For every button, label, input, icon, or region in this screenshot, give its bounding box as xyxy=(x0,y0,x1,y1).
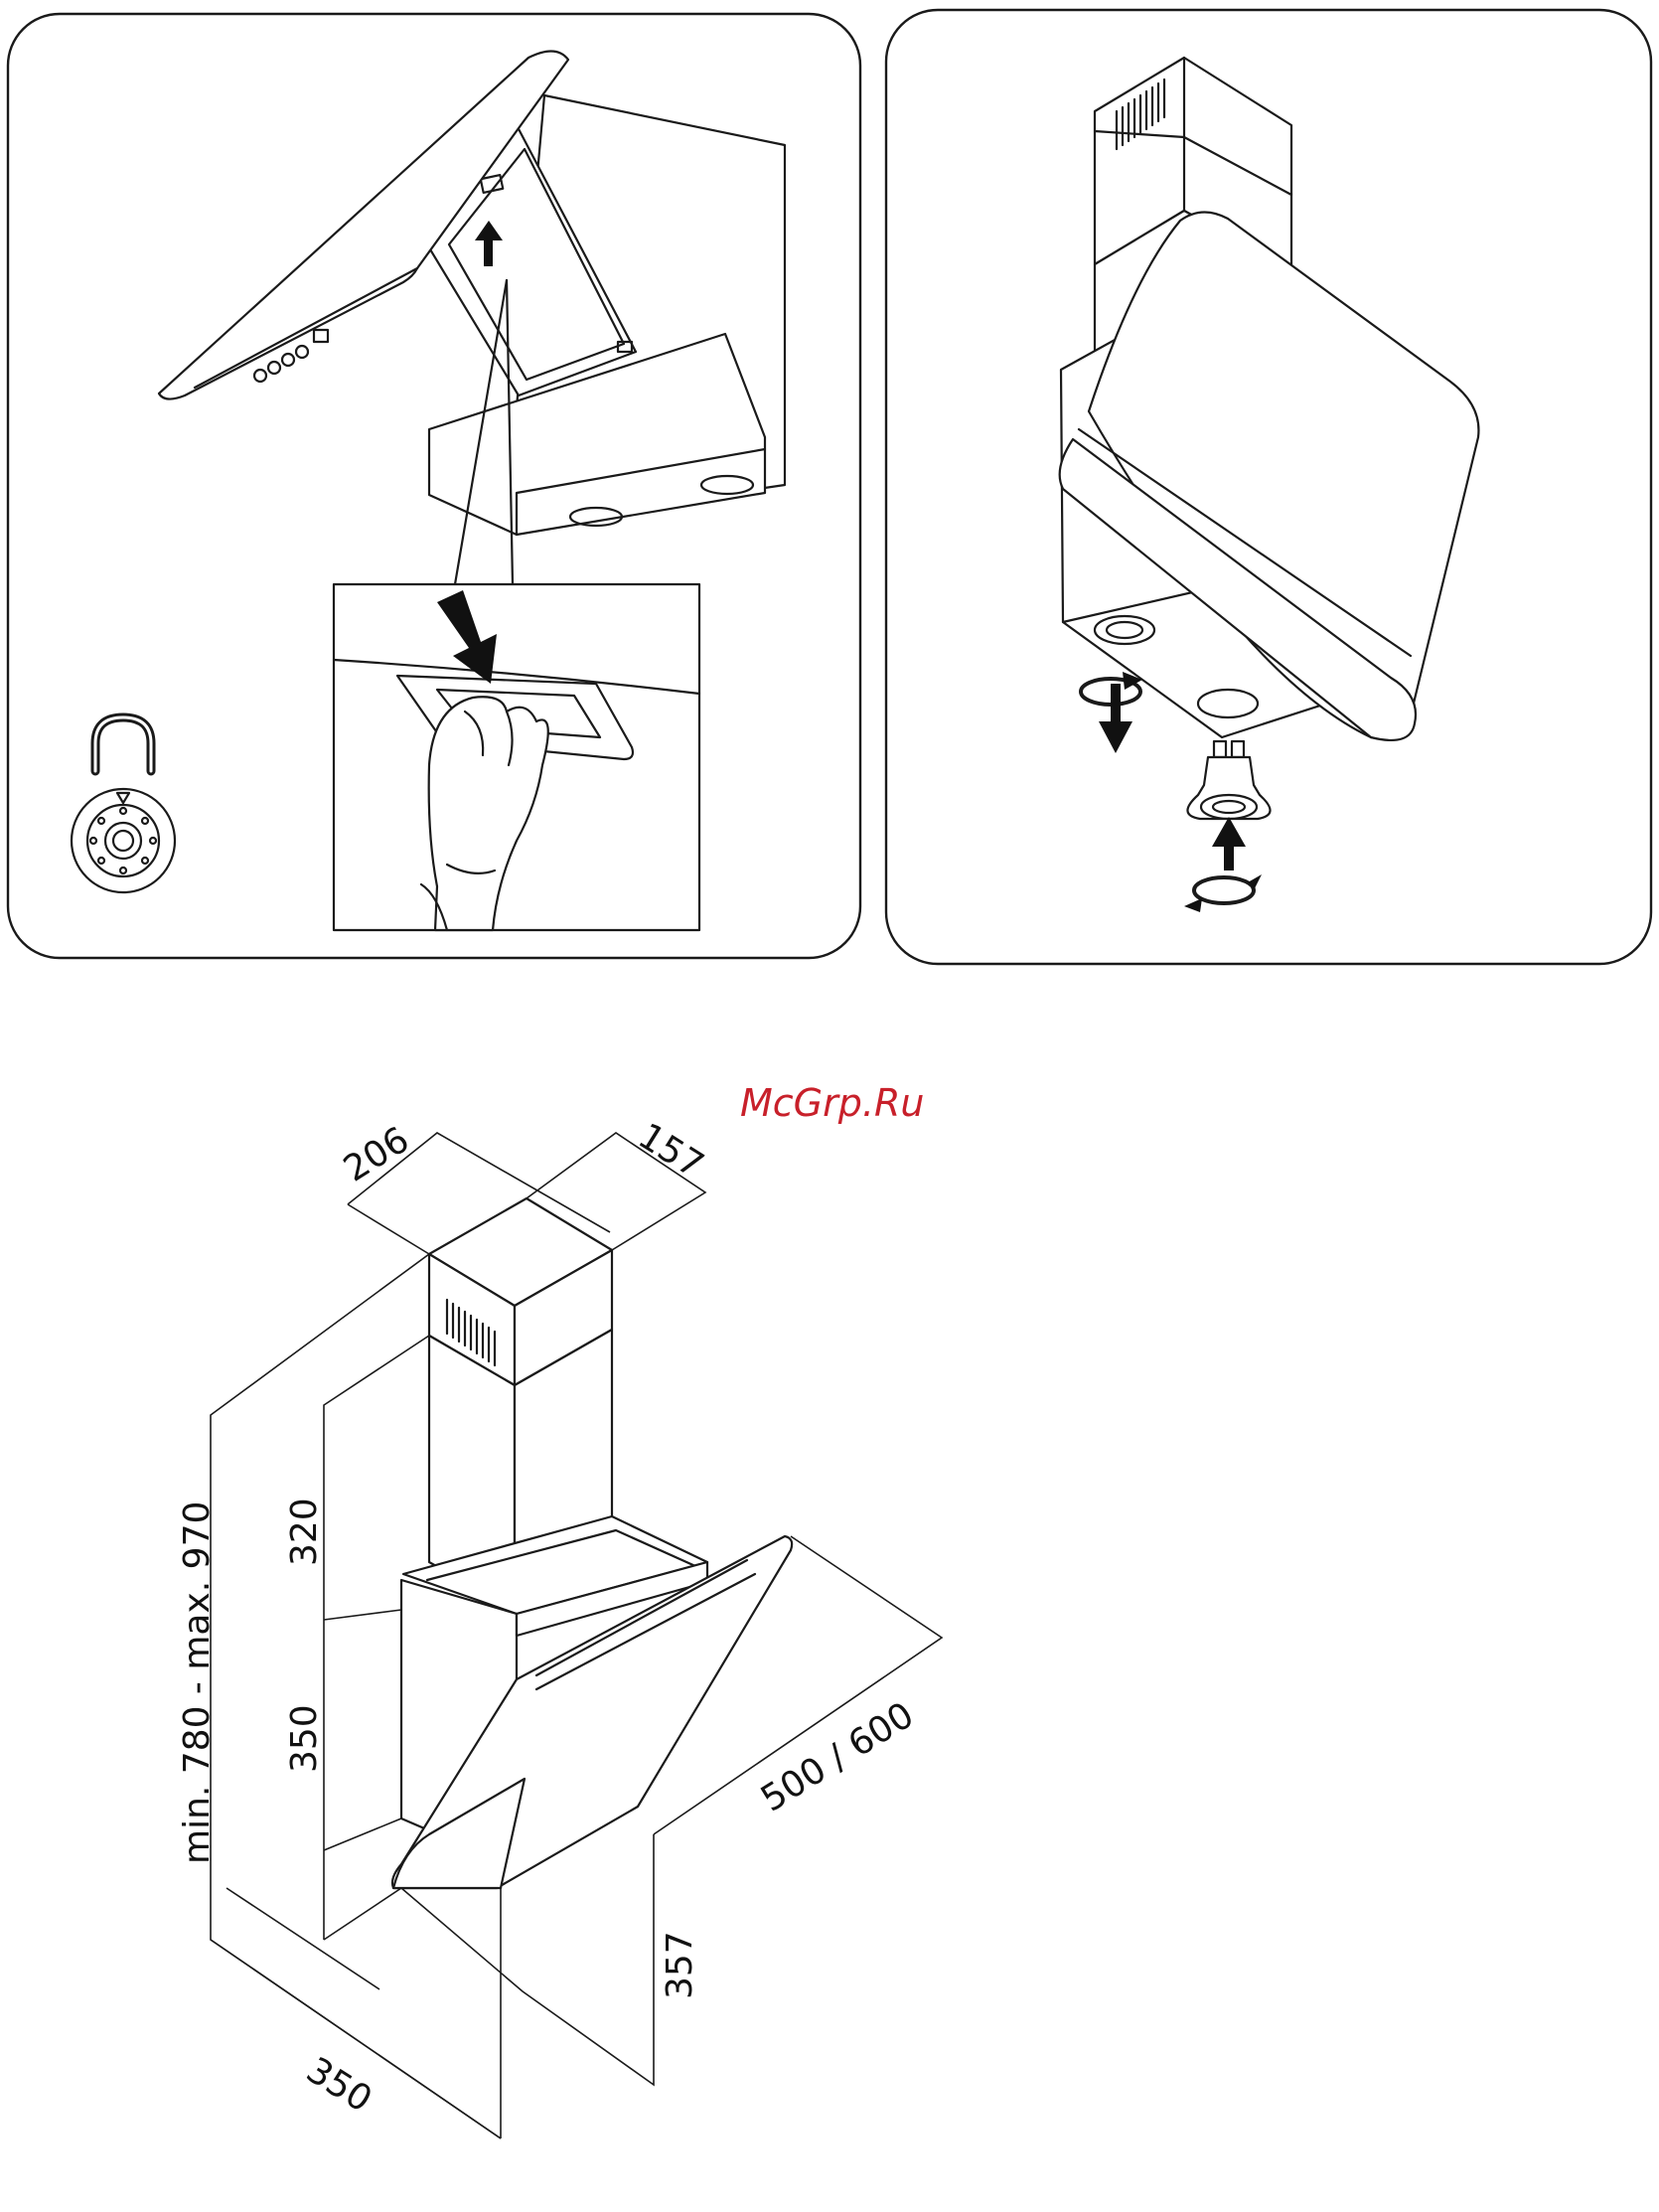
lamp-replacement-panel xyxy=(886,10,1651,964)
dimension-chimney-lower-height: 350 xyxy=(284,1704,325,1773)
dimension-drawing: 206 157 320 350 min. 780 - max. 970 500 … xyxy=(177,1116,942,2138)
dimension-total-height: min. 780 - max. 970 xyxy=(177,1501,218,1864)
dimension-chimney-depth: 157 xyxy=(631,1116,710,1186)
dimension-chimney-width: 206 xyxy=(337,1119,416,1189)
detail-callout xyxy=(334,584,699,930)
dimension-hood-width: 500 / 600 xyxy=(754,1694,921,1819)
dimension-chimney-upper-height: 320 xyxy=(284,1498,325,1566)
filter-removal-panel xyxy=(8,14,860,958)
dimension-glass-height: 357 xyxy=(660,1931,700,1999)
watermark-text: McGrp.Ru xyxy=(740,1081,924,1125)
dimension-hood-depth: 350 xyxy=(299,2050,378,2121)
